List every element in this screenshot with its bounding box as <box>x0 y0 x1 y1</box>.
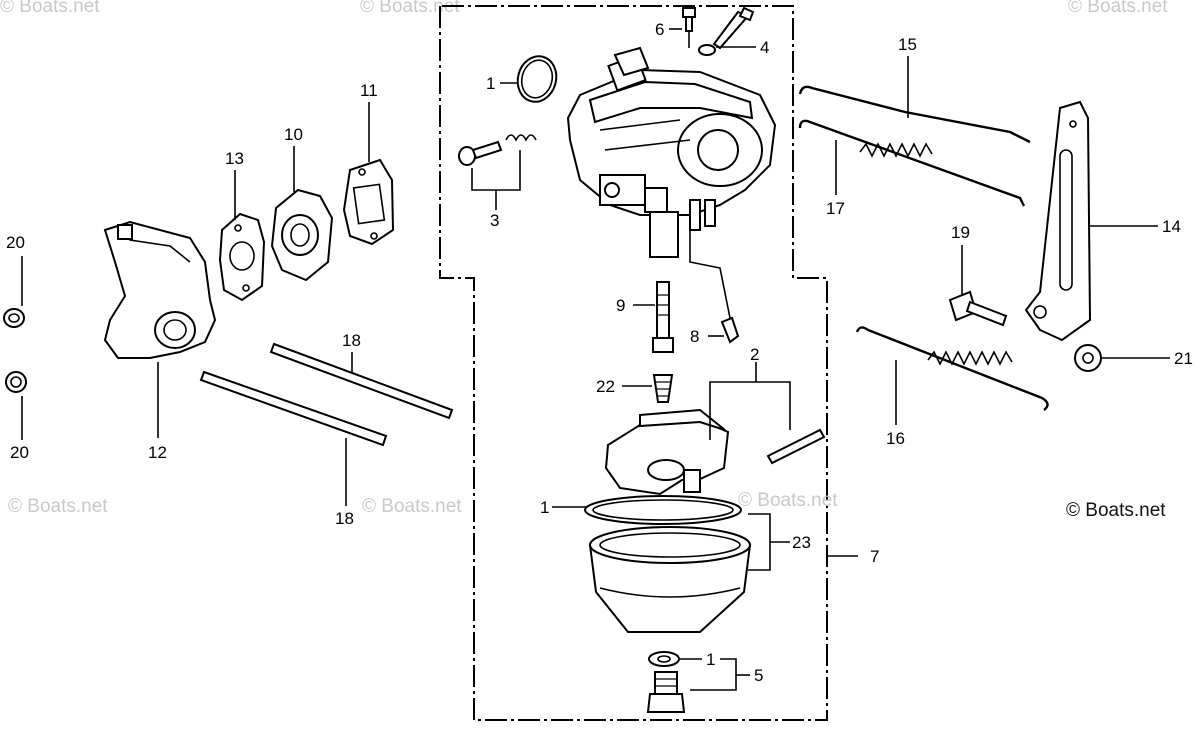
nut-21 <box>1074 344 1102 372</box>
watermark-center: © Boats.net <box>738 490 838 511</box>
screw-and-washer-4 <box>698 6 755 56</box>
insulator-10 <box>270 188 334 282</box>
float <box>604 408 730 496</box>
gasket-11 <box>342 158 395 246</box>
callout-15: 15 <box>898 35 917 54</box>
bolt-19 <box>948 290 1008 327</box>
callout-18-top: 18 <box>342 331 361 350</box>
drain-bolt-5 <box>646 671 686 713</box>
callout-2: 2 <box>750 345 759 364</box>
stud-18-lower <box>199 370 388 447</box>
callout-3: 3 <box>490 211 499 230</box>
drain-washer <box>648 651 680 667</box>
assembly-boundary <box>439 5 828 721</box>
main-nozzle-9 <box>652 281 674 353</box>
callout-22: 22 <box>596 377 615 396</box>
callout-21: 21 <box>1174 349 1193 368</box>
callout-18-bottom: 18 <box>335 509 354 528</box>
callout-5: 5 <box>754 666 763 685</box>
top-o-ring <box>516 55 558 103</box>
watermark-top-left: © Boats.net <box>0 0 100 17</box>
callout-6: 6 <box>655 20 664 39</box>
callout-4: 4 <box>760 38 769 57</box>
carburetor-body <box>566 46 777 258</box>
rod-spring-17 <box>798 119 1026 207</box>
callout-11: 11 <box>360 81 378 100</box>
stud-18-upper <box>269 342 454 420</box>
leader-lines <box>21 28 1170 691</box>
callout-17: 17 <box>826 199 845 218</box>
spring-16 <box>855 326 1049 411</box>
watermark-left: © Boats.net <box>8 496 108 517</box>
callout-16: 16 <box>886 429 905 448</box>
callout-19: 19 <box>951 223 970 242</box>
watermark-top-mid: © Boats.net <box>360 0 460 17</box>
callout-7: 7 <box>870 547 879 566</box>
screw-6 <box>682 7 696 32</box>
float-needle-8 <box>689 215 740 344</box>
gasket-13 <box>218 212 266 302</box>
callout-14: 14 <box>1162 217 1181 236</box>
float-pin-2 <box>766 428 826 465</box>
callout-8: 8 <box>690 327 699 346</box>
callout-10: 10 <box>284 125 303 144</box>
callout-1-bottom: 1 <box>706 650 715 669</box>
throttle-lever-14 <box>1024 100 1092 342</box>
main-jet-22 <box>652 374 674 403</box>
bowl-gasket <box>584 495 742 525</box>
watermark-right: © Boats.net <box>1066 500 1166 521</box>
float-chamber-23 <box>588 526 752 633</box>
callout-23: 23 <box>792 533 811 552</box>
watermark-top-right: © Boats.net <box>1068 0 1168 17</box>
callout-12: 12 <box>148 443 167 462</box>
adapter-12 <box>103 220 217 359</box>
callout-9: 9 <box>616 296 625 315</box>
callout-20-bottom: 20 <box>10 443 29 462</box>
callout-13: 13 <box>225 149 244 168</box>
callout-20-top: 20 <box>6 233 25 252</box>
throttle-rod-15 <box>798 85 1031 144</box>
callout-1-top: 1 <box>486 74 495 93</box>
pilot-screw-and-spring <box>458 134 537 166</box>
callout-labels: 1 6 4 3 9 8 22 2 1 23 7 1 5 11 10 13 12 … <box>6 20 1193 685</box>
callout-1-mid: 1 <box>540 498 549 517</box>
watermark-mid: © Boats.net <box>362 496 462 517</box>
nut-20-bottom <box>5 371 27 393</box>
nut-20-top <box>3 308 25 328</box>
